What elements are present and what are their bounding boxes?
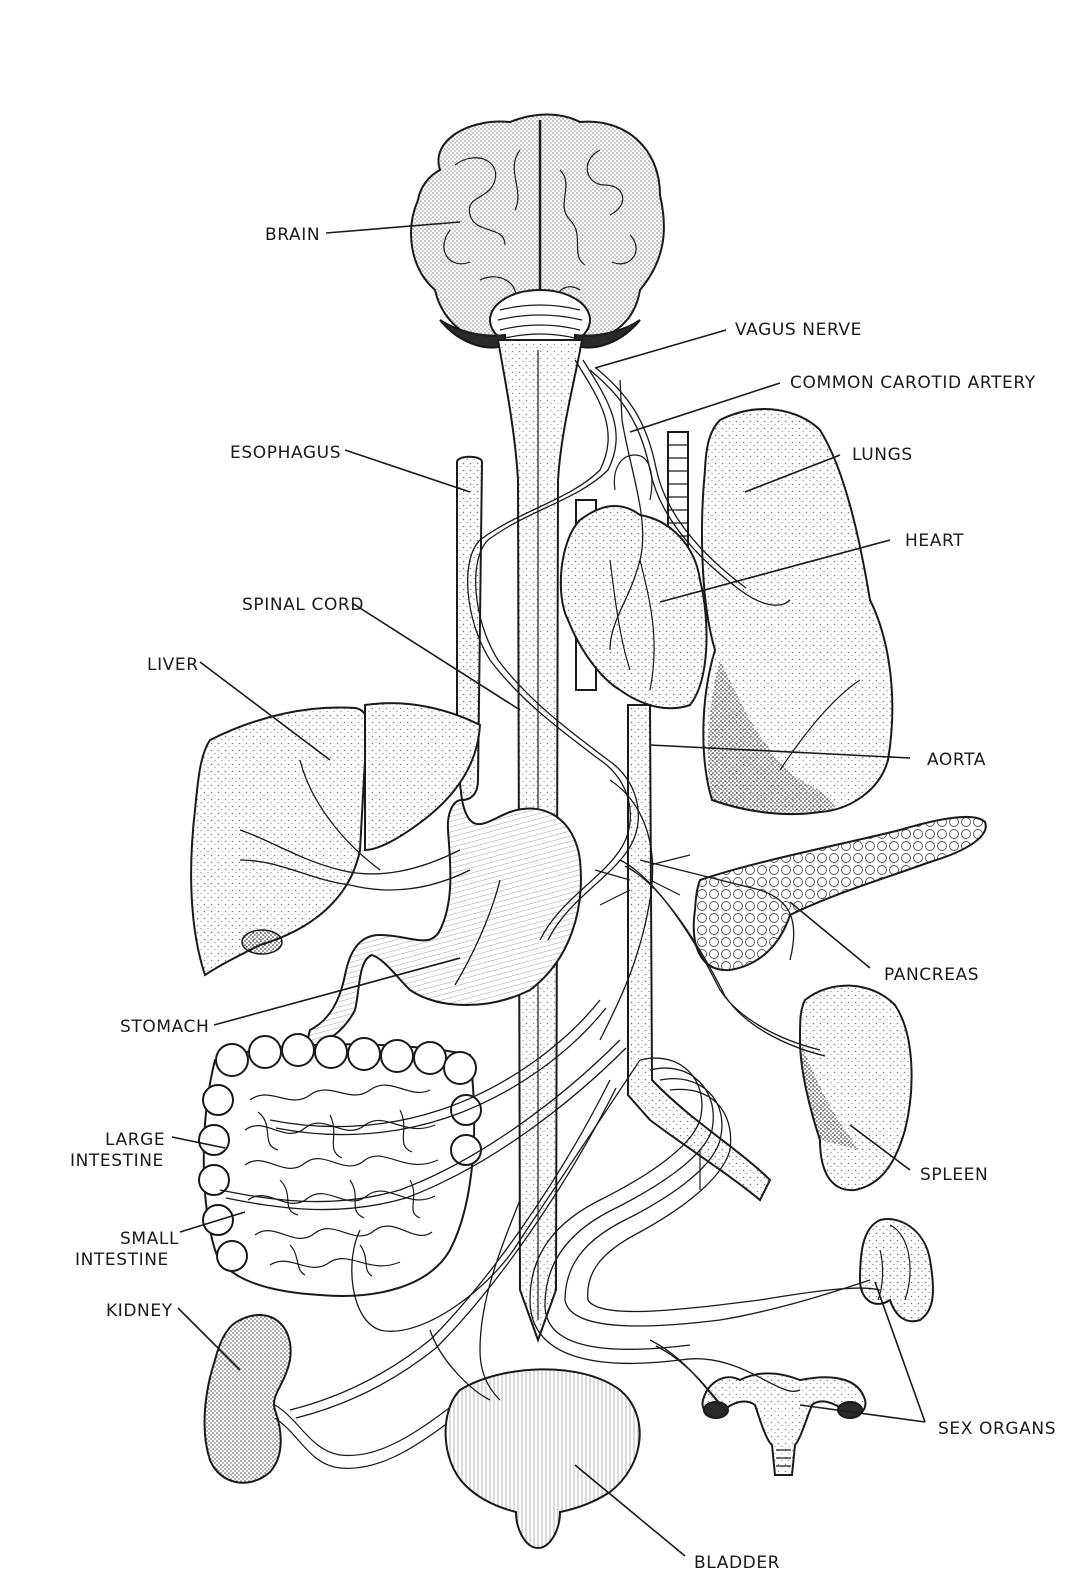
bladder (444, 1368, 641, 1550)
label-liver: LIVER (147, 655, 199, 675)
label-lungs: LUNGS (852, 445, 913, 465)
label-spinal-cord: SPINAL CORD (242, 595, 364, 615)
intestines (198, 1033, 482, 1297)
leader-lines (171, 221, 926, 1557)
liver (190, 702, 482, 977)
sex-organs (701, 1218, 934, 1476)
label-large-intestine-line1: LARGE (105, 1130, 165, 1150)
stomach (303, 798, 582, 1052)
heart (559, 454, 708, 710)
label-heart: HEART (905, 531, 964, 551)
label-esophagus: ESOPHAGUS (230, 443, 341, 463)
label-common-carotid-artery: COMMON CAROTID ARTERY (790, 373, 1036, 393)
lungs (667, 408, 894, 816)
esophagus (456, 455, 484, 802)
label-brain: BRAIN (265, 225, 320, 245)
label-large-intestine-line2: INTESTINE (70, 1151, 164, 1171)
kidney (203, 1314, 463, 1484)
large-intestine-haustra (198, 1033, 482, 1272)
label-sex-organs: SEX ORGANS (938, 1419, 1056, 1439)
label-stomach: STOMACH (120, 1017, 209, 1037)
brain (410, 113, 665, 351)
label-kidney: KIDNEY (106, 1301, 173, 1321)
label-aorta: AORTA (927, 750, 986, 770)
label-vagus-nerve: VAGUS NERVE (735, 320, 862, 340)
label-bladder: BLADDER (694, 1553, 780, 1573)
label-small-intestine-line1: SMALL (120, 1229, 179, 1249)
pancreas (692, 816, 987, 972)
label-pancreas: PANCREAS (884, 965, 979, 985)
label-small-intestine-line2: INTESTINE (75, 1250, 169, 1270)
vagus-nerve (219, 359, 881, 1419)
label-spleen: SPLEEN (920, 1165, 988, 1185)
labels: BRAIN VAGUS NERVE COMMON CAROTID ARTERY … (70, 225, 1056, 1573)
spleen (798, 984, 913, 1192)
aorta (594, 704, 772, 1202)
